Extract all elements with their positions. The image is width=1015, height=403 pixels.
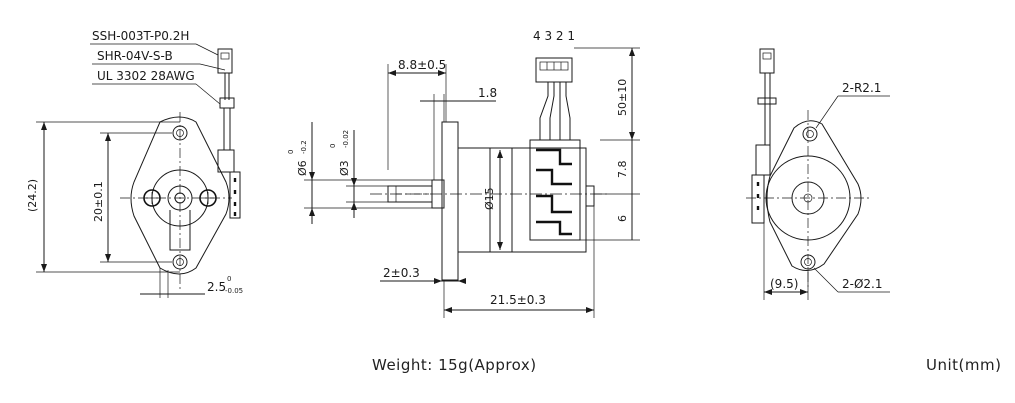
dim-boss-tol-top: 0	[287, 150, 295, 154]
pin-numbers: 4 3 2 1	[533, 29, 575, 43]
dim-boss-dia: Ø6	[296, 160, 309, 176]
dim-boss-tol-bottom: -0.2	[300, 140, 308, 154]
dim-mount-radius: 2-R2.1	[842, 81, 881, 95]
dim-shaft-dia: Ø3	[338, 160, 351, 176]
label-wire: UL 3302 28AWG	[97, 69, 195, 83]
dim-shaft-tol-top: 0	[329, 144, 337, 148]
dim-shaft-step: 1.8	[478, 86, 497, 100]
dim-body-length: 21.5±0.3	[490, 293, 546, 307]
dim-shaft-tol-bottom: -0.02	[342, 130, 350, 148]
label-housing: SSH-003T-P0.2H	[92, 29, 189, 43]
dim-side-offset: (9.5)	[770, 277, 798, 291]
dim-flange-tol-top: 0	[227, 275, 231, 283]
label-receptacle: SHR-04V-S-B	[97, 49, 173, 63]
dim-flange-thickness: 2.5	[207, 280, 226, 294]
dim-shaft-length: 8.8±0.5	[398, 58, 446, 72]
dim-mount-spacing: 20±0.1	[92, 181, 105, 222]
dim-mount-holes: 2-Ø2.1	[842, 277, 883, 291]
front-view: SSH-003T-P0.2H SHR-04V-S-B UL 3302 28AWG	[26, 29, 243, 298]
weight-note: Weight: 15g(Approx)	[372, 356, 537, 374]
dim-connector-width: 6	[616, 215, 629, 222]
unit-note: Unit(mm)	[926, 356, 1002, 374]
dim-flange-offset: 2±0.3	[383, 266, 420, 280]
dim-flange-tol-bottom: -0.05	[225, 287, 243, 295]
dim-connector-offset: 7.8	[616, 161, 629, 179]
side-view: 8.8±0.5 1.8	[287, 29, 640, 318]
dim-body-dia: Ø15	[483, 187, 496, 210]
dim-overall-height: (24.2)	[26, 179, 39, 212]
dim-lead-length: 50±10	[616, 79, 629, 116]
rear-view: 2-R2.1 2-Ø2.1 (9.5)	[746, 48, 890, 300]
